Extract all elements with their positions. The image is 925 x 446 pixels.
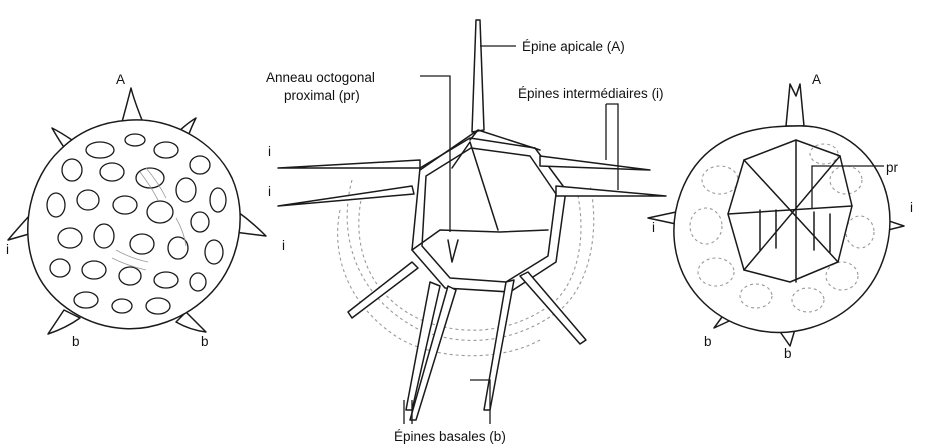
center-intermediate-spine-lower-right [556,186,666,196]
right-lattice-shell [674,126,890,333]
left-apical-spine [122,88,142,122]
label-octagonal-ring-line2: proximal (pr) [284,88,360,103]
left-label-intermediate-right: i [282,238,285,253]
center-intermediate-spine-upper-left [278,160,420,168]
right-label-proximal-ring: pr [886,160,899,175]
right-label-basal-left: b [704,334,712,349]
intermediate-leader [606,104,618,190]
center-intermediate-spine-upper-right [540,156,650,170]
left-label-basal-right: b [201,334,209,349]
center-intermediate-spine-lower-left [278,186,414,206]
right-label-intermediate-right: i [910,200,913,215]
left-label-apical: A [116,72,125,87]
center-basal-spine-3 [484,280,514,410]
center-basal-spine-5 [348,262,418,318]
label-intermediate-spines: Épines intermédiaires (i) [518,86,664,101]
center-basal-spine-4 [520,272,586,344]
label-basal-spines: Épines basales (b) [394,429,506,444]
right-label-basal-center: b [784,346,792,361]
left-specimen: A i i b b [6,72,285,349]
center-label-intermediate-1: i [268,144,271,159]
left-label-intermediate-left: i [6,242,9,257]
right-apical-spine [786,84,804,126]
label-octagonal-ring-line1: Anneau octogonal [266,70,375,85]
right-specimen: A pr i i b b [648,72,913,361]
right-label-apical: A [812,72,821,87]
left-label-basal-left: b [72,334,80,349]
right-label-intermediate-left: i [652,220,655,235]
center-dashed-shell [338,180,594,356]
label-apical-spine: Épine apicale (A) [522,39,625,54]
center-label-intermediate-2: i [268,184,271,199]
center-apical-spine [472,20,484,132]
annotation-labels: Épine apicale (A) Anneau octogonal proxi… [266,39,664,444]
